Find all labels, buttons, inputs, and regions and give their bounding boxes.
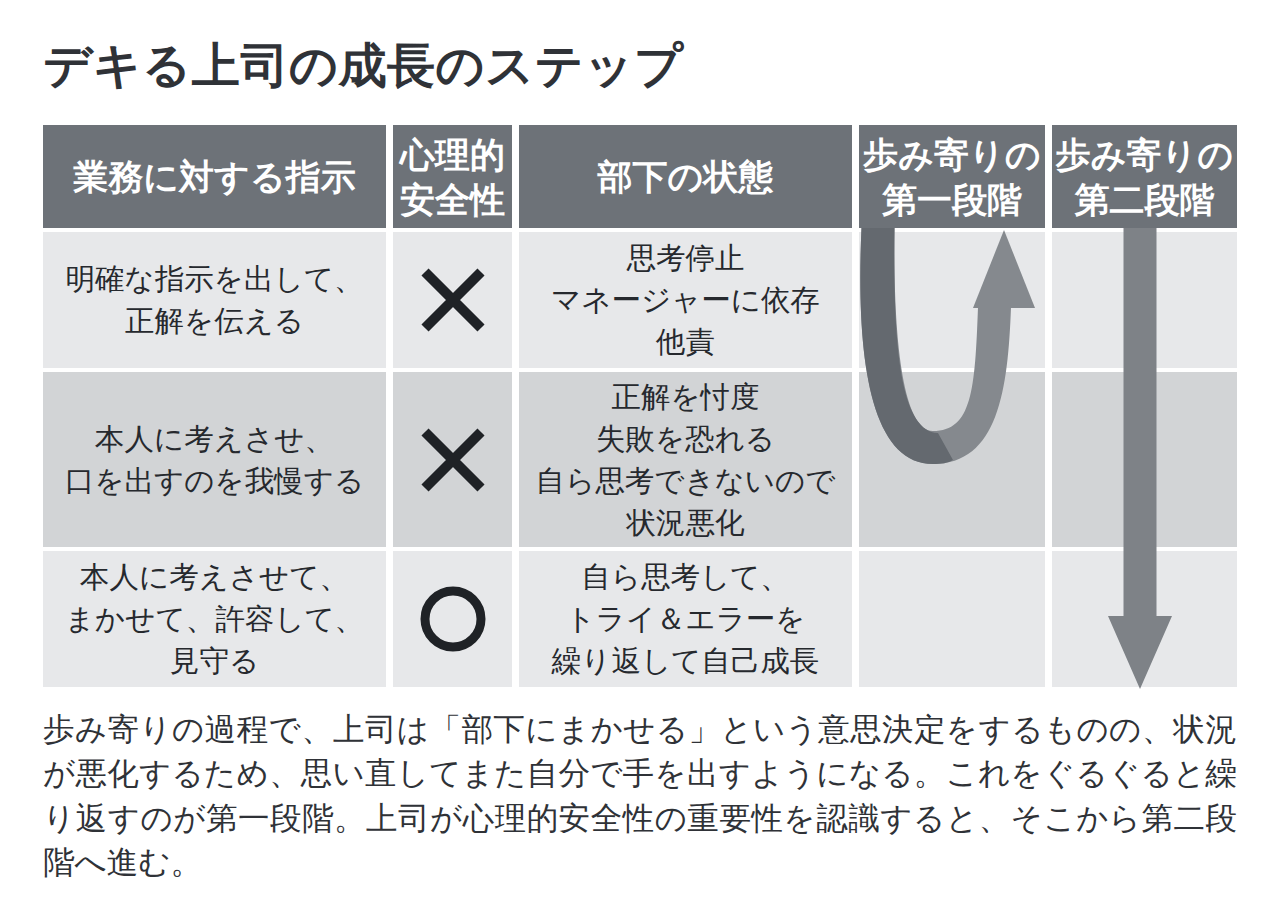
cell-safety-row2 [393, 372, 512, 547]
cell-instruction-row2: 本人に考えさせ、 口を出すのを我慢する [43, 372, 386, 547]
page-title: デキる上司の成長のステップ [43, 38, 684, 94]
cell-safety-row3 [393, 551, 512, 687]
column-header-stage1: 歩み寄りの 第一段階 [859, 125, 1045, 228]
caption-line: が悪化するため、思い直してまた自分で手を出すようになる。これをぐるぐると繰 [43, 751, 1237, 795]
column-header-state: 部下の状態 [519, 125, 852, 228]
cell-state-row2: 正解を忖度 失敗を恐れる 自ら思考できないので 状況悪化 [519, 372, 852, 547]
circle-icon [425, 591, 481, 647]
caption-line: 階へ進む。 [43, 840, 1237, 884]
column-header-instruction: 業務に対する指示 [43, 125, 386, 228]
mark-icon [415, 422, 491, 498]
cell-stage2-row3 [1052, 551, 1237, 687]
caption: 歩み寄りの過程で、上司は「部下にまかせる」という意思決定をするものの、状況 が悪… [43, 707, 1237, 884]
cell-stage1-row3 [859, 551, 1045, 687]
cell-stage1-row2 [859, 372, 1045, 547]
caption-line: 歩み寄りの過程で、上司は「部下にまかせる」という意思決定をするものの、状況 [43, 707, 1237, 751]
cell-state-row3: 自ら思考して、 トライ＆エラーを 繰り返して自己成長 [519, 551, 852, 687]
cell-stage2-row1 [1052, 232, 1237, 368]
mark-icon [415, 262, 491, 338]
steps-table: 業務に対する指示 心理的 安全性 部下の状態 歩み寄りの 第一段階 歩み寄りの … [43, 125, 1237, 687]
caption-line: り返すのが第一段階。上司が心理的安全性の重要性を認識すると、そこから第二段 [43, 796, 1237, 840]
cross-icon [425, 272, 481, 328]
cell-stage1-row1 [859, 232, 1045, 368]
cell-state-row1: 思考停止 マネージャーに依存 他責 [519, 232, 852, 368]
column-header-safety: 心理的 安全性 [393, 125, 512, 228]
cell-instruction-row1: 明確な指示を出して、 正解を伝える [43, 232, 386, 368]
mark-icon [415, 581, 491, 657]
cell-stage2-row2 [1052, 372, 1237, 547]
cell-safety-row1 [393, 232, 512, 368]
cell-instruction-row3: 本人に考えさせて、 まかせて、許容して、 見守る [43, 551, 386, 687]
cross-icon [425, 432, 481, 488]
column-header-stage2: 歩み寄りの 第二段階 [1052, 125, 1237, 228]
